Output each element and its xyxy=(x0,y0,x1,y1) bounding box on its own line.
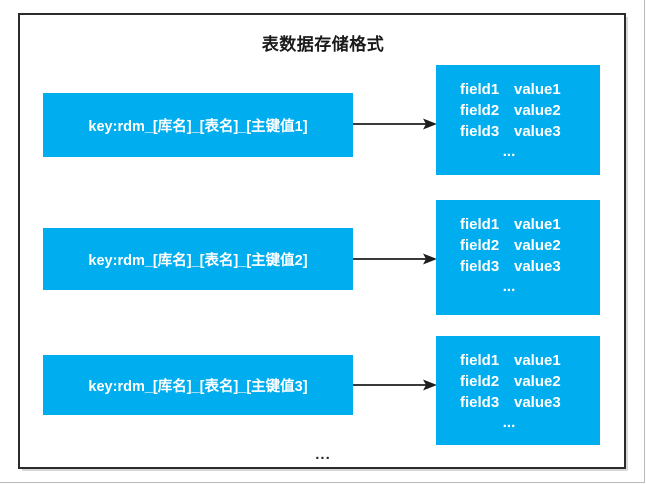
key-box-3-label: key:rdm_[库名]_[表名]_[主键值3] xyxy=(88,378,308,395)
field-name: field2 xyxy=(460,237,500,254)
value-box-1-field-row: field2 value2 xyxy=(436,100,600,121)
field-value: value2 xyxy=(514,237,561,254)
panel-shadow-right xyxy=(626,17,628,471)
value-box-3-ellipsis: ... xyxy=(502,414,516,431)
field-value: value2 xyxy=(514,102,561,119)
value-box-2-field-row: field1 value1 xyxy=(436,214,600,235)
field-name: field2 xyxy=(460,102,500,119)
value-box-1-field-row: field1 value1 xyxy=(436,79,600,100)
field-name: field3 xyxy=(460,394,500,411)
field-value: value3 xyxy=(514,123,561,140)
value-box-3-field-row: field3 value3 xyxy=(436,392,600,413)
field-name: field2 xyxy=(460,373,500,390)
key-box-3[interactable]: key:rdm_[库名]_[表名]_[主键值3] xyxy=(43,355,353,415)
arrow-3 xyxy=(353,378,437,392)
bottom-ellipsis: ... xyxy=(315,446,331,463)
field-value: value2 xyxy=(514,373,561,390)
key-box-1-label: key:rdm_[库名]_[表名]_[主键值1] xyxy=(88,118,308,135)
field-value: value1 xyxy=(514,352,561,369)
field-value: value1 xyxy=(514,81,561,98)
field-value: value1 xyxy=(514,216,561,233)
value-box-2[interactable]: field1 value1 field2 value2 field3 value3 .… xyxy=(436,200,600,315)
field-value: value3 xyxy=(514,394,561,411)
field-name: field1 xyxy=(460,81,500,98)
arrow-1 xyxy=(353,117,437,131)
value-box-1-ellipsis: ... xyxy=(502,143,516,160)
diagram-title: 表数据存储格式 xyxy=(261,35,385,54)
value-box-2-field-row: field2 value2 xyxy=(436,235,600,256)
key-box-2-label: key:rdm_[库名]_[表名]_[主键值2] xyxy=(88,252,308,269)
value-box-1-field-row: field3 value3 xyxy=(436,121,600,142)
arrow-2 xyxy=(353,252,437,266)
panel-shadow-bottom xyxy=(22,469,628,471)
field-name: field1 xyxy=(460,352,500,369)
value-box-3-field-row: field1 value1 xyxy=(436,350,600,371)
value-box-3-field-row: field2 value2 xyxy=(436,371,600,392)
field-name: field3 xyxy=(460,258,500,275)
key-box-2[interactable]: key:rdm_[库名]_[表名]_[主键值2] xyxy=(43,228,353,290)
value-box-2-ellipsis: ... xyxy=(502,278,516,295)
field-name: field1 xyxy=(460,216,500,233)
field-value: value3 xyxy=(514,258,561,275)
field-name: field3 xyxy=(460,123,500,140)
key-box-1[interactable]: key:rdm_[库名]_[表名]_[主键值1] xyxy=(43,93,353,157)
value-box-3[interactable]: field1 value1 field2 value2 field3 value3 .… xyxy=(436,336,600,445)
value-box-1[interactable]: field1 value1 field2 value2 field3 value3 .… xyxy=(436,65,600,175)
value-box-2-field-row: field3 value3 xyxy=(436,256,600,277)
